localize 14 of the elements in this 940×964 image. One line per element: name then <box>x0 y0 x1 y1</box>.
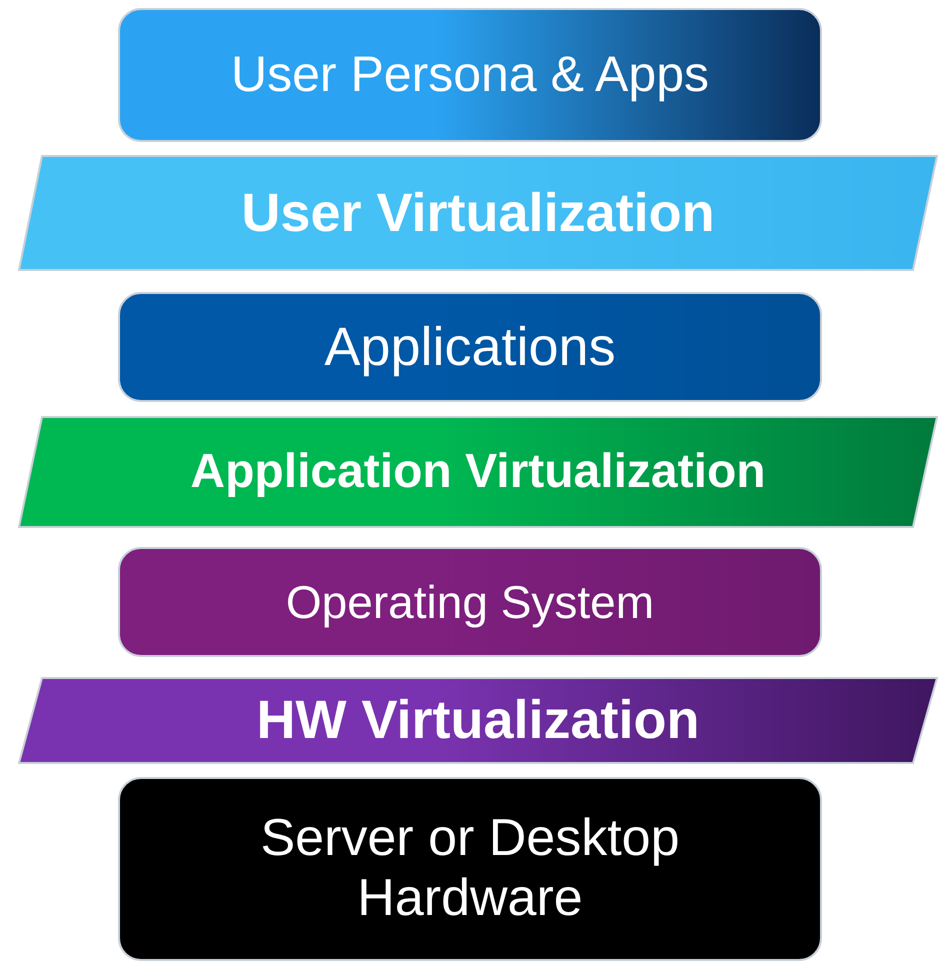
layer-band <box>18 155 938 271</box>
layer-band <box>18 677 938 764</box>
layer-label: Applications <box>324 316 616 378</box>
layer-box <box>118 547 822 657</box>
layer-box <box>118 777 822 961</box>
layer-label: User Persona & Apps <box>230 46 710 104</box>
layer-label: Operating System <box>286 576 654 628</box>
layer-label: HW Virtualization <box>256 689 700 752</box>
layer-label: User Virtualization <box>241 182 715 244</box>
layer-band <box>18 416 938 528</box>
layer-box <box>118 292 822 402</box>
layer-box <box>118 8 822 142</box>
layer-label: Application Virtualization <box>190 444 766 500</box>
layer-label: Server or Desktop Hardware <box>259 809 681 929</box>
